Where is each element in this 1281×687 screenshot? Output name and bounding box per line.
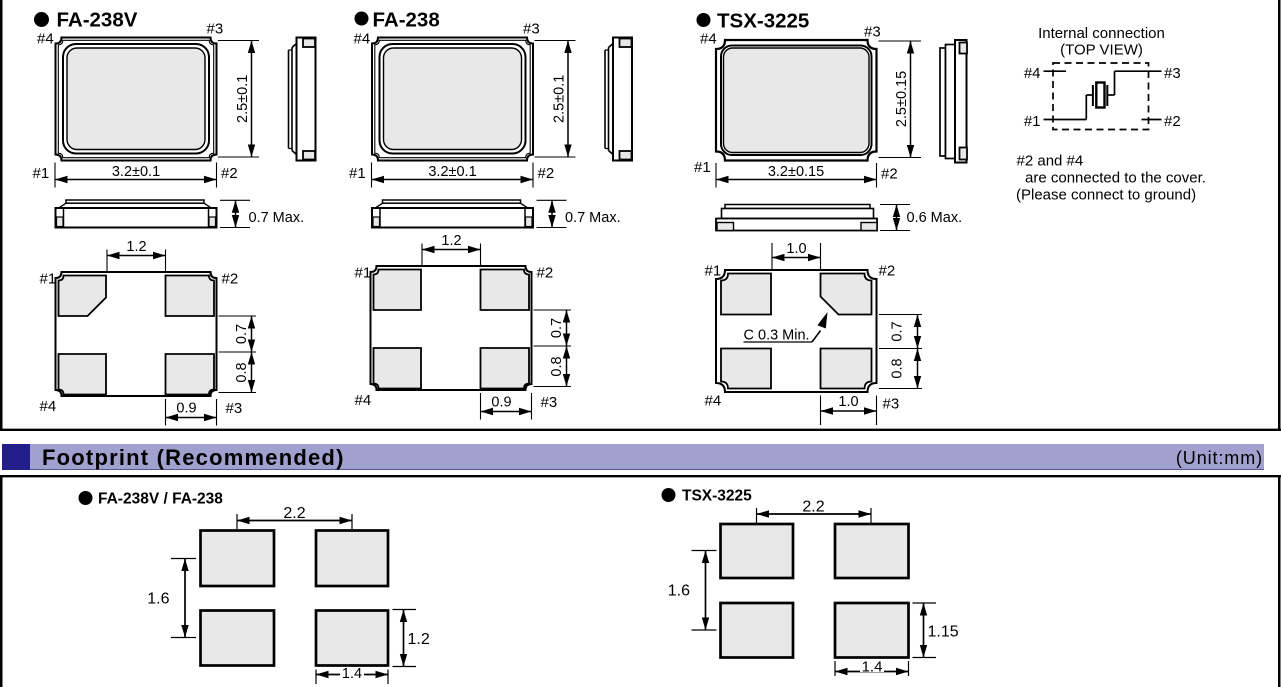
svg-text:3.2±0.1: 3.2±0.1 (112, 164, 160, 180)
svg-text:1.2: 1.2 (408, 631, 430, 648)
svg-text:#3: #3 (864, 24, 881, 41)
svg-text:#3: #3 (1164, 65, 1181, 82)
svg-text:#2 and #4: #2 and #4 (1017, 153, 1084, 170)
svg-text:#3: #3 (523, 21, 540, 38)
svg-text:1.4: 1.4 (862, 659, 883, 676)
svg-text:#3: #3 (541, 394, 558, 411)
svg-text:0.9: 0.9 (176, 401, 196, 417)
svg-text:Internal connection: Internal connection (1038, 25, 1165, 42)
svg-text:#1: #1 (1024, 113, 1041, 130)
svg-text:0.9: 0.9 (491, 395, 511, 411)
svg-text:#4: #4 (355, 392, 372, 409)
svg-text:(TOP VIEW): (TOP VIEW) (1060, 42, 1143, 59)
svg-text:#4: #4 (1024, 65, 1041, 82)
svg-text:#4: #4 (700, 31, 717, 48)
svg-text:1.0: 1.0 (838, 394, 858, 410)
svg-text:1.2: 1.2 (126, 239, 146, 255)
svg-text:2.2: 2.2 (283, 505, 305, 522)
svg-text:#1: #1 (705, 263, 722, 280)
svg-text:0.8: 0.8 (234, 362, 250, 382)
svg-text:#1: #1 (40, 271, 57, 288)
svg-text:#4: #4 (705, 393, 722, 410)
svg-text:#3: #3 (207, 21, 224, 38)
svg-text:3.2±0.1: 3.2±0.1 (428, 164, 476, 180)
svg-text:0.7: 0.7 (549, 318, 565, 338)
svg-text:#3: #3 (226, 400, 243, 417)
svg-text:1.0: 1.0 (786, 241, 806, 257)
svg-text:#1: #1 (694, 159, 711, 176)
svg-text:#4: #4 (40, 398, 57, 415)
svg-text:#2: #2 (538, 165, 555, 182)
svg-text:0.8: 0.8 (890, 358, 906, 378)
svg-text:#4: #4 (354, 31, 371, 48)
svg-text:2.2: 2.2 (802, 499, 824, 516)
svg-text:1.15: 1.15 (928, 624, 959, 641)
svg-text:#2: #2 (879, 263, 896, 280)
svg-text:0.7 Max.: 0.7 Max. (249, 210, 305, 226)
svg-text:1.2: 1.2 (441, 233, 461, 249)
svg-text:0.6 Max.: 0.6 Max. (907, 210, 963, 226)
svg-text:0.7: 0.7 (234, 324, 250, 344)
svg-text:C 0.3 Min.: C 0.3 Min. (744, 328, 810, 344)
svg-text:FA-238: FA-238 (373, 9, 440, 32)
svg-text:0.7: 0.7 (890, 321, 906, 341)
svg-text:(Please connect to ground): (Please connect to ground) (1016, 187, 1196, 204)
svg-text:#3: #3 (883, 396, 900, 413)
svg-text:0.7 Max.: 0.7 Max. (565, 210, 621, 226)
svg-text:2.5±0.15: 2.5±0.15 (894, 71, 910, 127)
svg-text:#4: #4 (37, 31, 54, 48)
svg-text:are connected to the cover.: are connected to the cover. (1025, 170, 1206, 187)
svg-text:#2: #2 (537, 265, 554, 282)
svg-text:#2: #2 (222, 271, 239, 288)
svg-text:0.8: 0.8 (549, 356, 565, 376)
svg-text:1.6: 1.6 (147, 591, 169, 608)
svg-text:TSX-3225: TSX-3225 (717, 10, 809, 33)
svg-text:2.5±0.1: 2.5±0.1 (552, 75, 568, 123)
svg-text:#2: #2 (221, 165, 238, 182)
svg-text:1.6: 1.6 (668, 583, 690, 600)
svg-text:3.2±0.15: 3.2±0.15 (768, 164, 824, 180)
svg-text:#2: #2 (1164, 113, 1181, 130)
svg-text:#1: #1 (33, 165, 50, 182)
svg-text:FA-238V / FA-238: FA-238V / FA-238 (98, 491, 223, 508)
svg-text:#1: #1 (355, 265, 372, 282)
svg-text:2.5±0.1: 2.5±0.1 (235, 75, 251, 123)
svg-text:1.4: 1.4 (342, 666, 362, 682)
svg-text:FA-238V: FA-238V (57, 9, 138, 32)
svg-text:#1: #1 (349, 165, 366, 182)
svg-text:#2: #2 (881, 166, 898, 183)
svg-text:TSX-3225: TSX-3225 (682, 488, 752, 505)
